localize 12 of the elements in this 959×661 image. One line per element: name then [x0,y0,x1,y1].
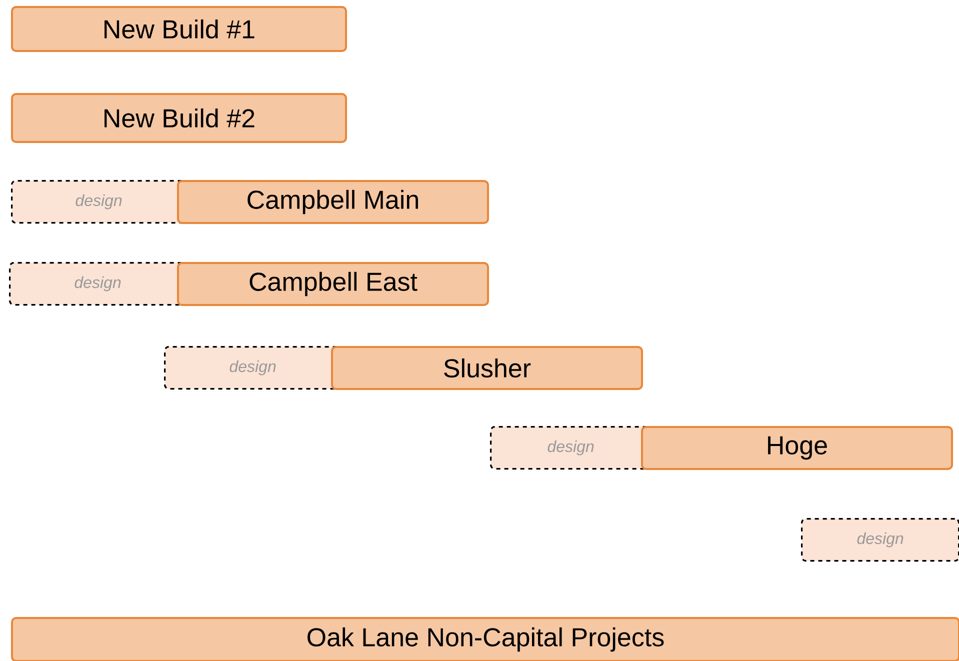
design-bar: design [164,346,342,390]
task-bar: New Build #1 [11,6,347,52]
task-bar: New Build #2 [11,93,347,143]
design-bar: design [11,180,187,224]
design-bar: design [490,426,652,470]
task-bar: Campbell East [177,262,489,306]
task-bar: Oak Lane Non-Capital Projects [11,617,959,661]
task-bar: Hoge [641,426,953,470]
design-bar: design [801,518,959,562]
design-bar: design [9,262,187,306]
task-bar: Slusher [331,346,643,390]
task-bar: Campbell Main [177,180,489,224]
